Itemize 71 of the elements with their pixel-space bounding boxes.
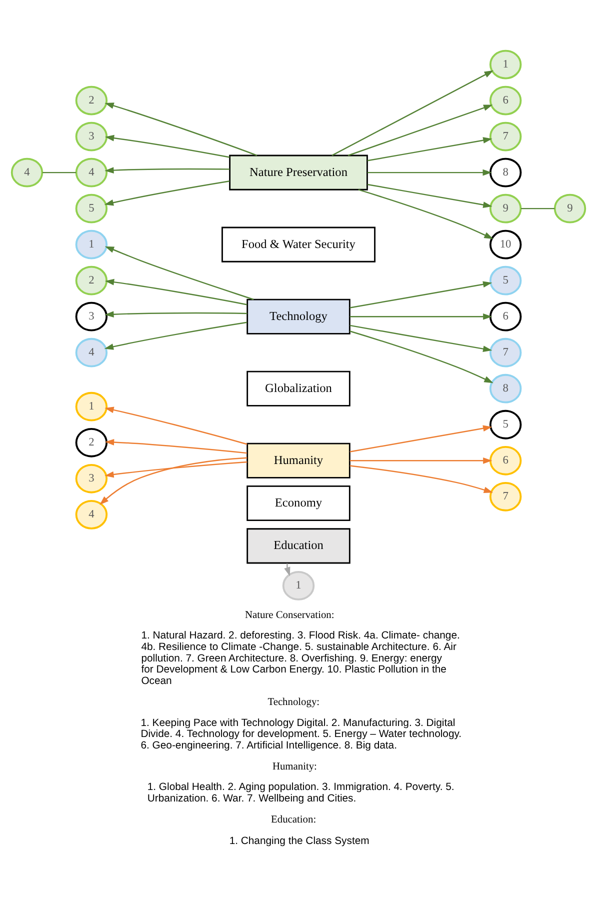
- arrow: [367, 169, 492, 176]
- node-circle: 4: [75, 158, 108, 188]
- arrow: [104, 311, 248, 318]
- arrow: [104, 461, 248, 478]
- arrow: [350, 324, 492, 352]
- arrow: [350, 313, 492, 320]
- node-circle: 9: [489, 194, 522, 224]
- arrow: [104, 167, 230, 174]
- node-circle: 1: [282, 571, 315, 600]
- node-circle: 2: [75, 86, 108, 116]
- node-circle: 7: [489, 122, 522, 152]
- node-circle: 6: [489, 446, 522, 476]
- node-circle: 3: [75, 464, 108, 494]
- arrow: [358, 189, 494, 240]
- node-circle: 8: [489, 158, 522, 188]
- arrow: [350, 281, 492, 308]
- node-circle: 2: [75, 266, 108, 296]
- label: Nature Conservation:: [244, 610, 334, 621]
- arrow: [104, 278, 248, 306]
- node-box: Nature Preservation: [229, 154, 368, 190]
- arrow: [104, 322, 248, 350]
- node-circle: 4: [10, 158, 44, 188]
- node-box: Globalization: [246, 370, 350, 406]
- node-circle: 3: [75, 122, 108, 152]
- node-circle: 1: [489, 50, 522, 80]
- label: 1. Natural Hazard. 2. deforesting. 3. Flood Risk. 4a. Climate- change. 4b. Resilience to Climate -Change. 5. sustainable Architecture. 6. Air pollution. 7. Green Architecture. 8. Overfishing. 9. Energy: energy for Development & Low Carbon Energy. 10. Plastic Pollution in the Ocean: [141, 630, 460, 688]
- node-circle: 10: [489, 230, 522, 260]
- node-box: Technology: [246, 298, 350, 334]
- node-circle: 5: [75, 194, 108, 224]
- arrow: [104, 246, 254, 300]
- connector: [521, 208, 555, 210]
- node-circle: 3: [75, 302, 108, 332]
- arrow: [284, 563, 290, 576]
- node-circle: 9: [554, 194, 586, 224]
- arrow: [348, 104, 493, 156]
- node-box: Economy: [246, 486, 350, 522]
- arrow: [332, 70, 494, 156]
- arrow: [104, 102, 258, 156]
- label: Technology:: [268, 696, 320, 708]
- node-circle: 4: [75, 500, 108, 530]
- label: Humanity:: [272, 761, 317, 772]
- node-circle: 1: [75, 230, 108, 260]
- node-circle: 7: [489, 482, 522, 512]
- node-circle: 8: [489, 374, 522, 404]
- arrow: [104, 406, 248, 445]
- arrow: [367, 137, 492, 162]
- node-circle: 7: [489, 338, 522, 368]
- node-circle: 4: [75, 338, 108, 368]
- arrow: [104, 180, 230, 206]
- node-box: Food & Water Security: [222, 226, 376, 262]
- arrow: [104, 439, 247, 454]
- connector: [42, 172, 76, 174]
- arrow: [367, 184, 492, 208]
- node-circle: 6: [489, 302, 522, 332]
- arrow: [350, 425, 492, 452]
- node-circle: 2: [75, 428, 108, 458]
- arrow: [100, 457, 248, 505]
- node-box: Humanity: [246, 442, 350, 478]
- label: 1. Global Health. 2. Aging population. 3. Immigration. 4. Poverty. 5. Urbanization. 6. War. 7. Wellbeing and Cities.: [147, 782, 454, 805]
- node-circle: 5: [489, 410, 522, 440]
- node-circle: 5: [489, 266, 522, 296]
- label: 1. Changing the Class System: [229, 836, 370, 848]
- arrow: [350, 457, 492, 464]
- arrow: [104, 134, 230, 158]
- arrow: [350, 465, 493, 493]
- node-circle: 1: [75, 392, 108, 422]
- label: Education:: [271, 814, 316, 826]
- node-circle: 6: [489, 86, 522, 116]
- label: 1. Keeping Pace with Technology Digital. 2. Manufacturing. 3. Digital Divide. 4. Technology for development. 5. Energy – Water technology. 6. Geo-engineering. 7. Artificial Intelligence. 8. Big data.: [140, 718, 462, 752]
- node-box: Education: [246, 528, 350, 564]
- arrow: [350, 330, 494, 384]
